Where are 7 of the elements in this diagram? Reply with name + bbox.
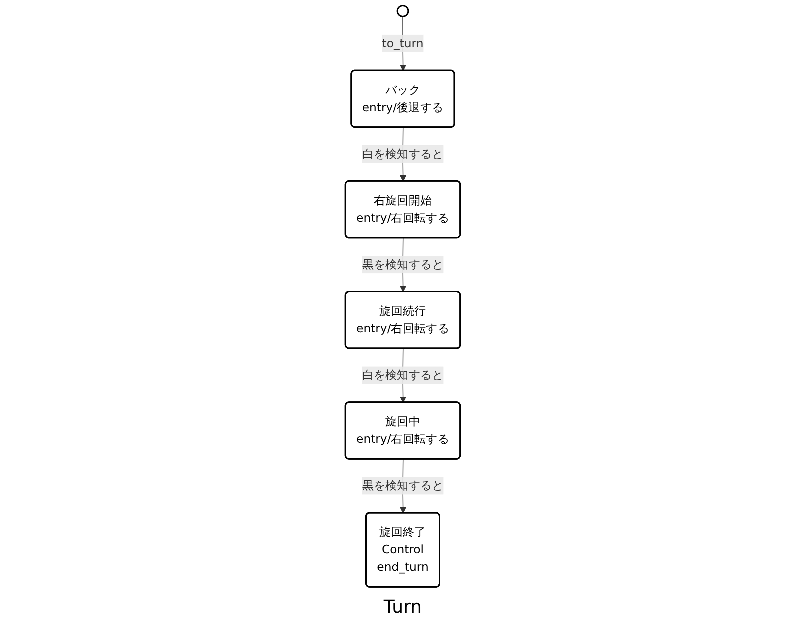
caption: Turn xyxy=(384,596,422,620)
edge-label: 白を検知すると xyxy=(362,146,444,161)
edge-label: 黒を検知すると xyxy=(362,258,444,272)
edge-label: to_turn xyxy=(382,36,424,50)
edge-label: 白を検知すると xyxy=(362,368,444,382)
node-circle xyxy=(396,5,410,18)
edge-label: 黒を検知すると xyxy=(362,478,444,493)
